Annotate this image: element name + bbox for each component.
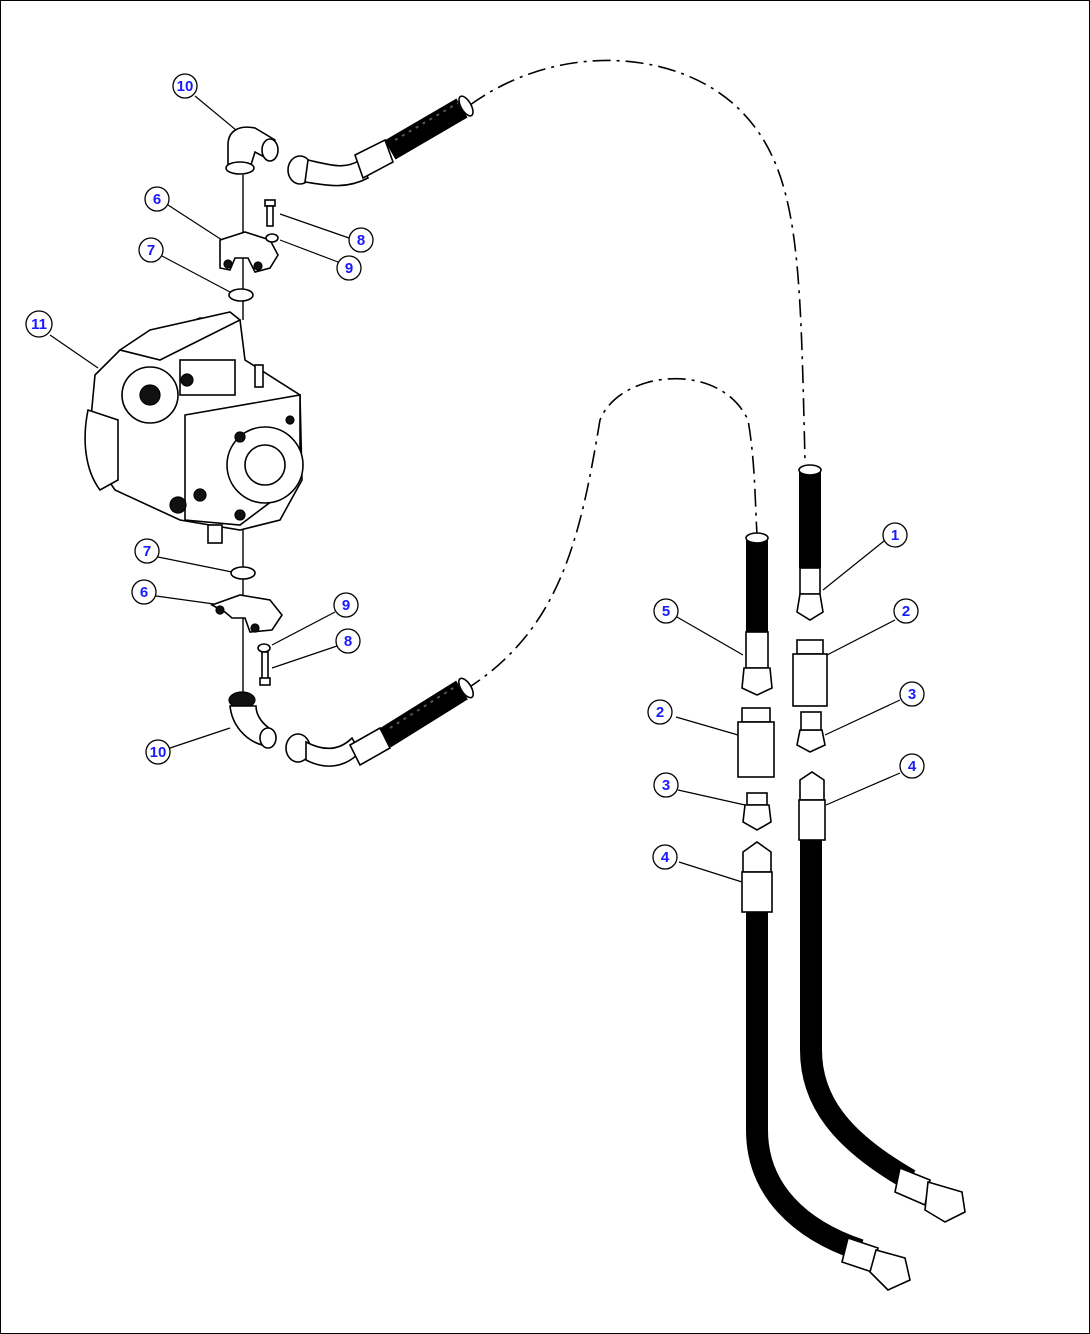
upper-bolt-8 (264, 199, 276, 227)
leader-2a (675, 716, 739, 736)
hose-continuation-line-lower (464, 377, 758, 691)
left-connector-2 (737, 707, 775, 778)
svg-text:6: 6 (153, 191, 161, 208)
lower-oring-7 (230, 566, 256, 580)
callout-10-upper: 10 (172, 73, 198, 99)
svg-text:4: 4 (908, 758, 917, 775)
callout-7-upper: 7 (138, 237, 164, 263)
leader-4b (825, 772, 901, 806)
callout-6-lower: 6 (131, 579, 157, 605)
leader-11 (49, 334, 99, 369)
svg-text:10: 10 (177, 78, 194, 95)
callout-2-right: 2 (893, 598, 919, 624)
upper-washer-9 (265, 233, 279, 243)
callout-4-right: 4 (899, 753, 925, 779)
svg-text:2: 2 (902, 603, 910, 620)
leader-1 (822, 540, 885, 591)
lower-flange-clamp-6 (210, 594, 283, 633)
callout-8-lower: 8 (335, 628, 361, 654)
callout-1: 1 (882, 522, 908, 548)
svg-text:9: 9 (342, 597, 350, 614)
svg-text:11: 11 (31, 316, 47, 333)
svg-text:6: 6 (140, 584, 148, 601)
leader-7a (161, 255, 231, 293)
svg-text:4: 4 (661, 849, 670, 866)
callout-6-upper: 6 (144, 186, 170, 212)
lower-hose-assembly (285, 677, 475, 767)
upper-hose-assembly (287, 95, 474, 187)
leader-10b (169, 727, 231, 749)
svg-text:7: 7 (147, 242, 155, 259)
callout-7-lower: 7 (134, 538, 160, 564)
leader-6b (155, 595, 215, 605)
svg-text:3: 3 (908, 686, 916, 703)
callout-8-upper: 8 (348, 227, 374, 253)
right-hose-lower-4 (798, 771, 966, 1223)
hose-continuation-line-upper (469, 59, 806, 461)
right-hose-upper-1 (796, 464, 824, 621)
leader-5 (676, 616, 744, 656)
left-hose-upper-5 (741, 532, 773, 696)
svg-text:5: 5 (662, 603, 670, 620)
svg-text:8: 8 (344, 633, 352, 650)
leader-9b (271, 611, 336, 646)
lower-bolt-8 (259, 651, 271, 686)
leader-8a (279, 213, 350, 239)
leader-3b (824, 699, 901, 736)
svg-text:7: 7 (143, 543, 151, 560)
leader-4a (678, 861, 743, 883)
upper-flange-clamp-6 (219, 231, 279, 273)
svg-text:3: 3 (662, 777, 670, 794)
right-adapter-3 (796, 711, 826, 753)
callout-11: 11 (25, 310, 53, 338)
callout-9-lower: 9 (333, 592, 359, 618)
upper-oring-7 (228, 288, 254, 302)
left-hose-lower-4 (741, 841, 911, 1291)
lower-elbow-10 (228, 691, 277, 749)
callout-4-left: 4 (652, 844, 678, 870)
svg-text:2: 2 (656, 704, 664, 721)
callout-9-upper: 9 (336, 255, 362, 281)
right-connector-2 (792, 639, 828, 707)
svg-text:8: 8 (357, 232, 365, 249)
svg-text:9: 9 (345, 260, 353, 277)
pump-assembly (84, 311, 304, 544)
svg-text:10: 10 (150, 744, 167, 761)
leader-8b (271, 645, 338, 669)
leader-6a (167, 204, 223, 241)
upper-elbow-10 (225, 126, 279, 175)
callout-5: 5 (653, 598, 679, 624)
lower-washer-9 (257, 643, 271, 653)
callout-2-left: 2 (647, 699, 673, 725)
callout-10-lower: 10 (145, 739, 171, 765)
left-adapter-3 (742, 792, 772, 831)
leader-10a (194, 95, 237, 131)
leader-2b (826, 619, 896, 656)
leader-9a (279, 239, 339, 263)
svg-text:1: 1 (891, 527, 899, 544)
callout-3-left: 3 (653, 772, 679, 798)
leader-3a (677, 789, 746, 806)
leader-7b (157, 556, 233, 573)
callout-3-right: 3 (899, 681, 925, 707)
